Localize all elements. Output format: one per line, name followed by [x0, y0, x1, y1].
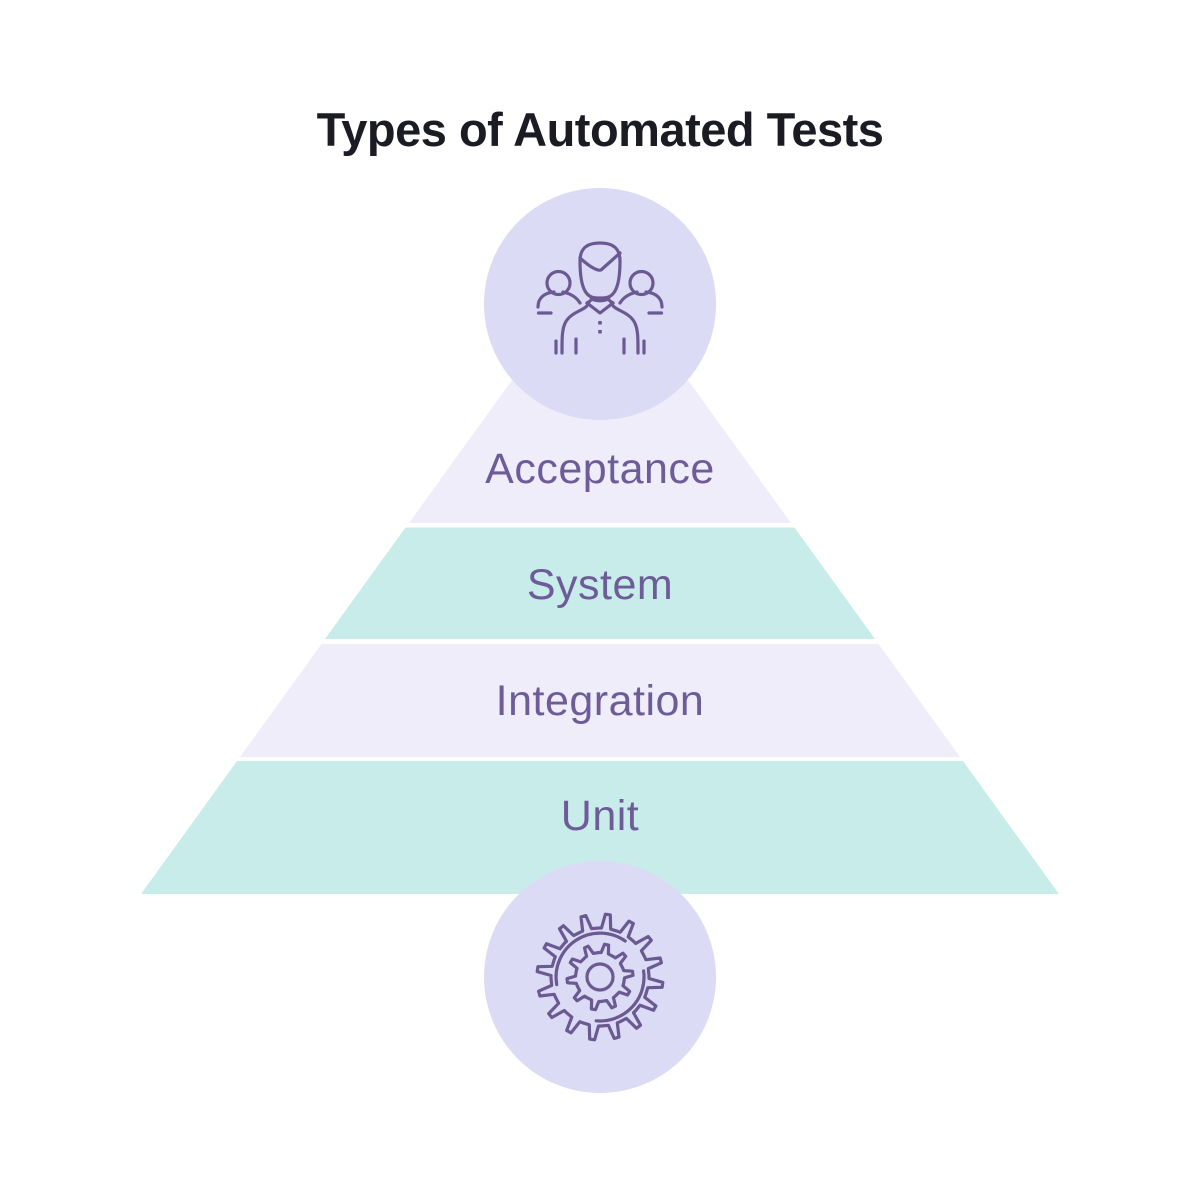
bottom-icon-circle — [484, 861, 716, 1093]
layer-label-acceptance: Acceptance — [485, 445, 715, 493]
layer-label-system: System — [526, 561, 674, 609]
layer-label-unit: Unit — [560, 792, 640, 840]
page-title: Types of Automated Tests — [316, 103, 884, 156]
outer-gear-outline — [535, 912, 665, 1042]
top-icon-circle — [484, 188, 716, 420]
team-icon — [536, 240, 664, 355]
inner-gear-outline — [565, 942, 635, 1012]
layer-label-integration: Integration — [495, 677, 705, 725]
gear-center-hole — [585, 962, 615, 992]
gear-arc-bottom-right — [594, 969, 646, 1023]
gear-icon — [535, 912, 665, 1042]
gear-arc-top-left — [554, 931, 627, 987]
